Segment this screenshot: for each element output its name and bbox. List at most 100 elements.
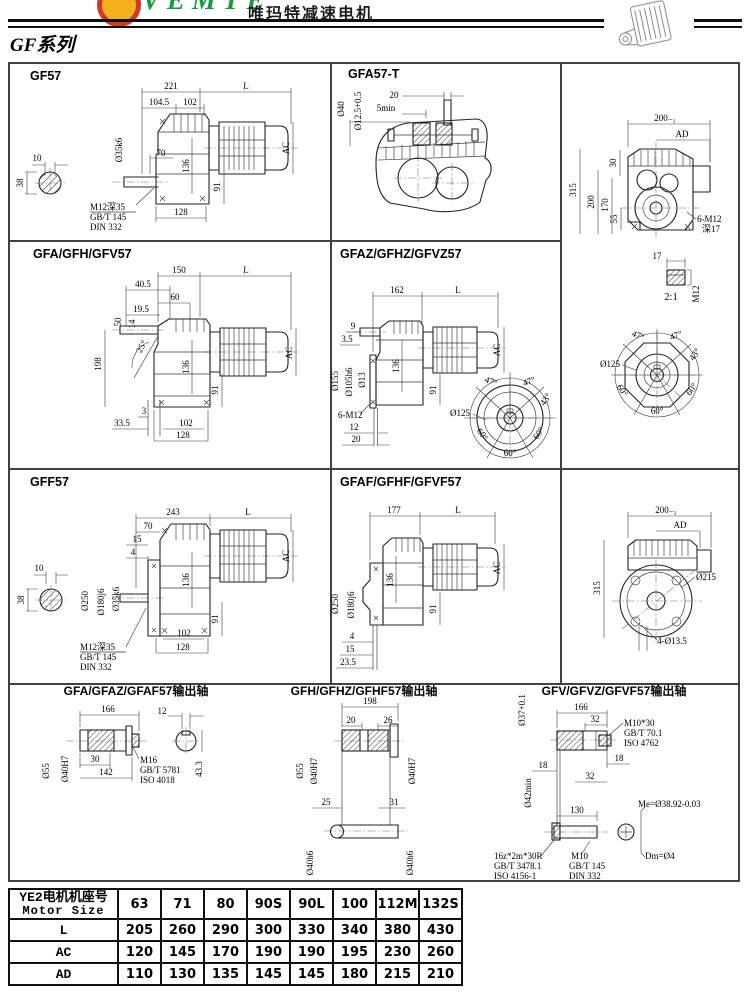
dim-label: AD bbox=[674, 520, 687, 530]
dim-label: Ø37+0.1 bbox=[517, 694, 527, 726]
dim-label: Ø55 bbox=[41, 763, 51, 779]
note-label: M12深35 bbox=[80, 642, 116, 652]
line-art bbox=[375, 99, 492, 213]
note-label: 深17 bbox=[702, 224, 721, 234]
gearbox-thumbnail-icon bbox=[618, 0, 672, 47]
dim-label: 38 bbox=[16, 595, 26, 605]
panel-gf57: GF57 221 L 104.5 102 70 Ø35k6 136 91 bbox=[15, 69, 298, 232]
note-label: ISO 4018 bbox=[140, 775, 175, 785]
value-cell: 210 bbox=[418, 962, 463, 986]
angle-label: 60° bbox=[504, 448, 517, 458]
dim-label: 142 bbox=[99, 767, 113, 777]
dim-label: Ø35k6 bbox=[114, 137, 124, 162]
note-label: GB/T 3478.1 bbox=[494, 861, 541, 871]
dim-label: 4-Ø13.5 bbox=[657, 636, 687, 646]
dim-label: L bbox=[245, 507, 251, 517]
dim-label: Ø180j6 bbox=[96, 588, 106, 616]
line-art bbox=[35, 113, 298, 205]
value-cell: 195 bbox=[332, 940, 377, 964]
dim-label: 12 bbox=[350, 422, 359, 432]
shaft-v-art: 166 32 M10*30 GB/T 70.1 ISO 4762 Ø37+0.1… bbox=[494, 694, 701, 880]
dim-label: 200₋₁ bbox=[654, 113, 675, 123]
dim-label: Ø105h6 bbox=[344, 367, 354, 396]
dim-label: 20 bbox=[347, 715, 357, 725]
dim-label: 20 bbox=[390, 90, 400, 100]
dim-label: 5min bbox=[377, 103, 396, 113]
dim-label: 70 bbox=[157, 148, 167, 158]
dim-label: 32 bbox=[591, 714, 600, 724]
dimensions: 243 L 70 15 4 10 38 Ø250 Ø180j6 Ø35k6 13… bbox=[16, 507, 294, 672]
note-label: 6-M12 bbox=[338, 410, 363, 420]
note-label: GB/T 5781 bbox=[140, 765, 181, 775]
dim-label: 3.5 bbox=[341, 334, 353, 344]
dim-label: M12 bbox=[691, 285, 701, 302]
dim-label: 26 bbox=[384, 715, 394, 725]
dim-label: Ø125 bbox=[450, 408, 470, 418]
dim-label: 55 bbox=[609, 214, 619, 224]
panel-title: GFA57-T bbox=[348, 67, 400, 81]
shaft-a-art: 166 12 Ø55 Ø40H7 30 142 M16 GB/T 5781 IS… bbox=[41, 704, 204, 785]
panel-title: GFAZ/GFHZ/GFVZ57 bbox=[340, 247, 462, 261]
header-divider-right bbox=[694, 19, 742, 28]
dimensions: 162 L 9 3.5 Ø155 Ø105h6 Ø13 136 91 6-M12… bbox=[330, 285, 556, 459]
dim-label: 15 bbox=[346, 644, 356, 654]
sheet-frame bbox=[8, 62, 740, 882]
dim-label: Ø42min bbox=[523, 778, 533, 808]
value-cell: 290 bbox=[203, 918, 248, 942]
dim-label: 38 bbox=[15, 178, 25, 188]
dim-label: 14 bbox=[127, 319, 137, 329]
dim-label: 162 bbox=[390, 285, 404, 295]
panel-output-shafts: GFA/GFAZ/GFAF57输出轴 GFH/GFHZ/GFHF57输出轴 GF… bbox=[41, 683, 701, 880]
value-cell: 260 bbox=[160, 918, 205, 942]
dim-label: 102 bbox=[183, 97, 197, 107]
dim-label: 315 bbox=[592, 581, 602, 595]
dim-label: 23.5 bbox=[340, 657, 356, 667]
dim-label: 102 bbox=[177, 628, 191, 638]
dim-label: AC bbox=[492, 344, 502, 357]
dim-label: 200 bbox=[586, 195, 596, 209]
dim-label: 20 bbox=[352, 434, 362, 444]
panel-rear-view: 200₋₁ AD 30 315 200 170 55 6-M12 深17 17 … bbox=[568, 113, 722, 418]
dim-label: Ø250 bbox=[330, 594, 340, 614]
dim-label: Ø40H7 bbox=[60, 755, 70, 782]
value-cell: 430 bbox=[418, 918, 463, 942]
dim-label: 91 bbox=[428, 605, 438, 614]
dim-label: 4 bbox=[131, 547, 136, 557]
note-label: M12深35 bbox=[90, 202, 126, 212]
dim-label: 128 bbox=[174, 207, 188, 217]
dim-label: Ø35k6 bbox=[111, 586, 121, 611]
dim-label: 30 bbox=[608, 158, 618, 168]
panel-title: GFF57 bbox=[30, 475, 69, 489]
dimensions: 200₋₁ AD 315 Ø215 4-Ø13.5 bbox=[592, 505, 716, 651]
value-cell: 340 bbox=[332, 918, 377, 942]
value-cell: 130 bbox=[160, 962, 205, 986]
dim-label: 50 bbox=[113, 317, 123, 327]
frame-size-header-cell: 132S bbox=[418, 888, 463, 920]
dim-label: L bbox=[455, 505, 461, 515]
dim-label: 43.3 bbox=[194, 761, 204, 777]
value-cell: 180 bbox=[332, 962, 377, 986]
dim-label: 136 bbox=[181, 360, 191, 374]
dim-label: Ø40h6 bbox=[405, 850, 415, 875]
divider-h3 bbox=[8, 683, 738, 685]
note-label: GB/T 145 bbox=[80, 652, 117, 662]
dim-label: Ø40H7 bbox=[309, 757, 319, 784]
note-label: DIN 332 bbox=[569, 871, 601, 880]
dim-label: Ø55 bbox=[295, 763, 305, 779]
angle-label: 47° bbox=[668, 328, 684, 342]
note-label: M10*30 bbox=[624, 718, 655, 728]
line-art bbox=[36, 523, 298, 637]
panel-gfa57-t: GFA57-T 20 5min Ø40 Ø12.5+0.5 bbox=[336, 67, 492, 213]
dim-label: 18 bbox=[539, 760, 549, 770]
dim-label: 60 bbox=[171, 292, 181, 302]
dimensions: 20 5min Ø40 Ø12.5+0.5 bbox=[336, 90, 464, 146]
dim-label: AC bbox=[281, 142, 291, 155]
note-label: M16 bbox=[140, 755, 158, 765]
motor-size-label-en: Motor Size bbox=[22, 903, 105, 918]
dim-label: L bbox=[455, 285, 461, 295]
